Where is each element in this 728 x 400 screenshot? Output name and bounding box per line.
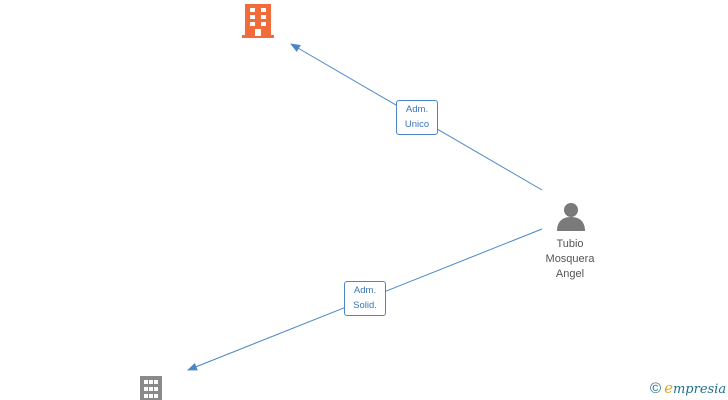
building-icon[interactable] <box>242 4 274 38</box>
edge-label-line: Solid. <box>353 300 377 311</box>
person-name-line: Tubio <box>556 238 584 250</box>
person-name-line: Angel <box>555 268 585 280</box>
brand-logo-rest: mpresia <box>672 382 727 397</box>
person-name-line: Mosquera <box>545 253 595 265</box>
edge-label-adm-solid[interactable]: Adm. Solid. <box>344 281 386 316</box>
person-icon[interactable] <box>556 201 586 231</box>
building-icon[interactable] <box>138 376 164 400</box>
edge-label-line: Adm. <box>353 285 377 296</box>
brand-logo-initial: e <box>664 379 673 397</box>
brand-logo-text: empresia <box>664 378 726 400</box>
copyright-icon: © <box>650 380 662 397</box>
edge-label-line: Adm. <box>405 104 429 115</box>
edge-label-line: Unico <box>404 119 430 130</box>
person-name-label[interactable]: Tubio Mosquera Angel <box>530 237 610 282</box>
brand-watermark: © empresia <box>650 379 726 399</box>
edge-label-adm-unico[interactable]: Adm. Unico <box>396 100 438 135</box>
